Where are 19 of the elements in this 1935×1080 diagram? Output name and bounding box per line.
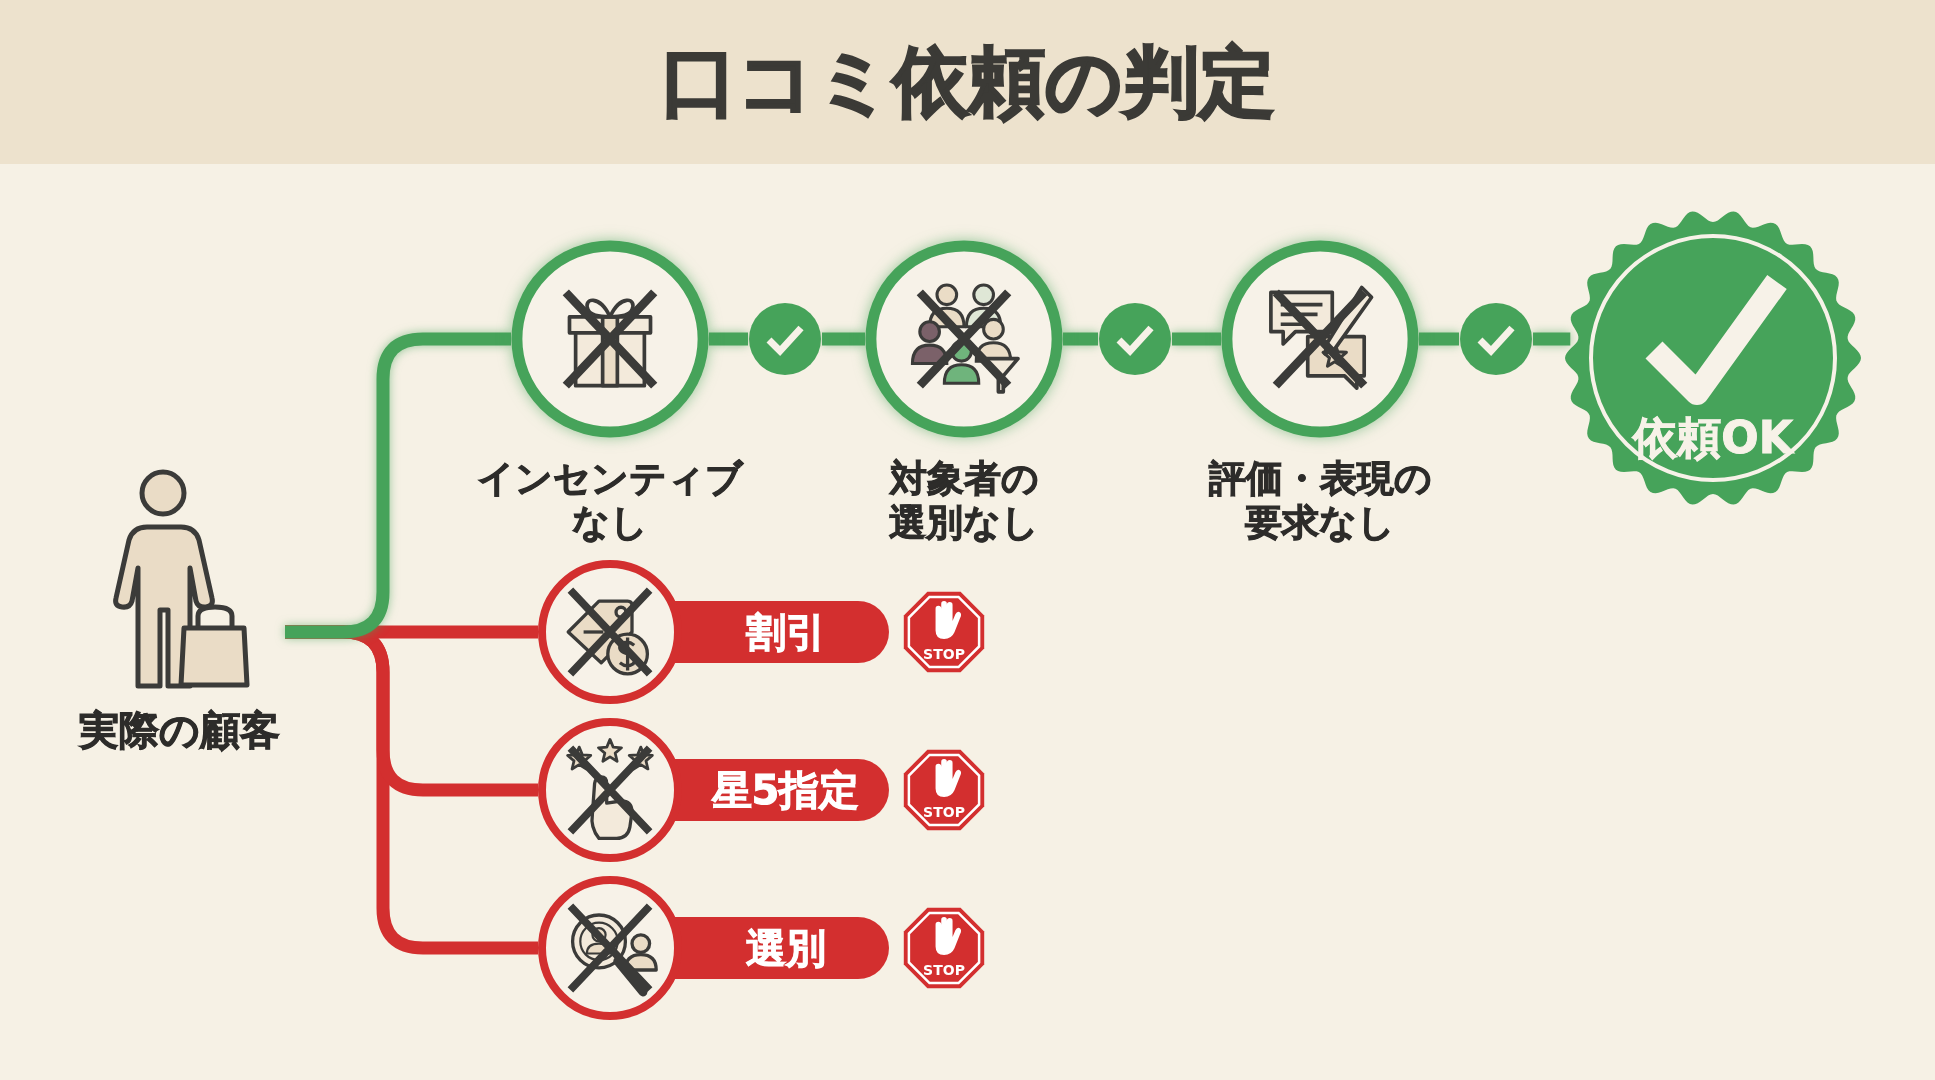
check-icon	[748, 302, 822, 376]
node-label: 実際の顧客	[77, 706, 281, 754]
connector-line	[1419, 332, 1459, 346]
title: 口コミ依頼の判定	[660, 38, 1275, 126]
step-label: 対象者の選別なし	[888, 457, 1040, 545]
check-icon	[1098, 302, 1172, 376]
sign-text: STOP	[922, 962, 966, 978]
badge-text: 依頼OK	[1633, 414, 1793, 462]
connector-line	[1172, 332, 1221, 346]
connector-line	[1533, 332, 1571, 346]
check-icon	[1459, 302, 1533, 376]
step-label: インセンティブなし	[477, 457, 743, 545]
connector-line	[822, 332, 865, 346]
sign-text: STOP	[922, 646, 966, 662]
sign-text: STOP	[922, 804, 966, 820]
step-label: 評価・表現の要求なし	[1207, 457, 1433, 545]
connector-line	[1063, 332, 1098, 346]
connector-line	[709, 332, 748, 346]
connector-line	[285, 332, 511, 639]
